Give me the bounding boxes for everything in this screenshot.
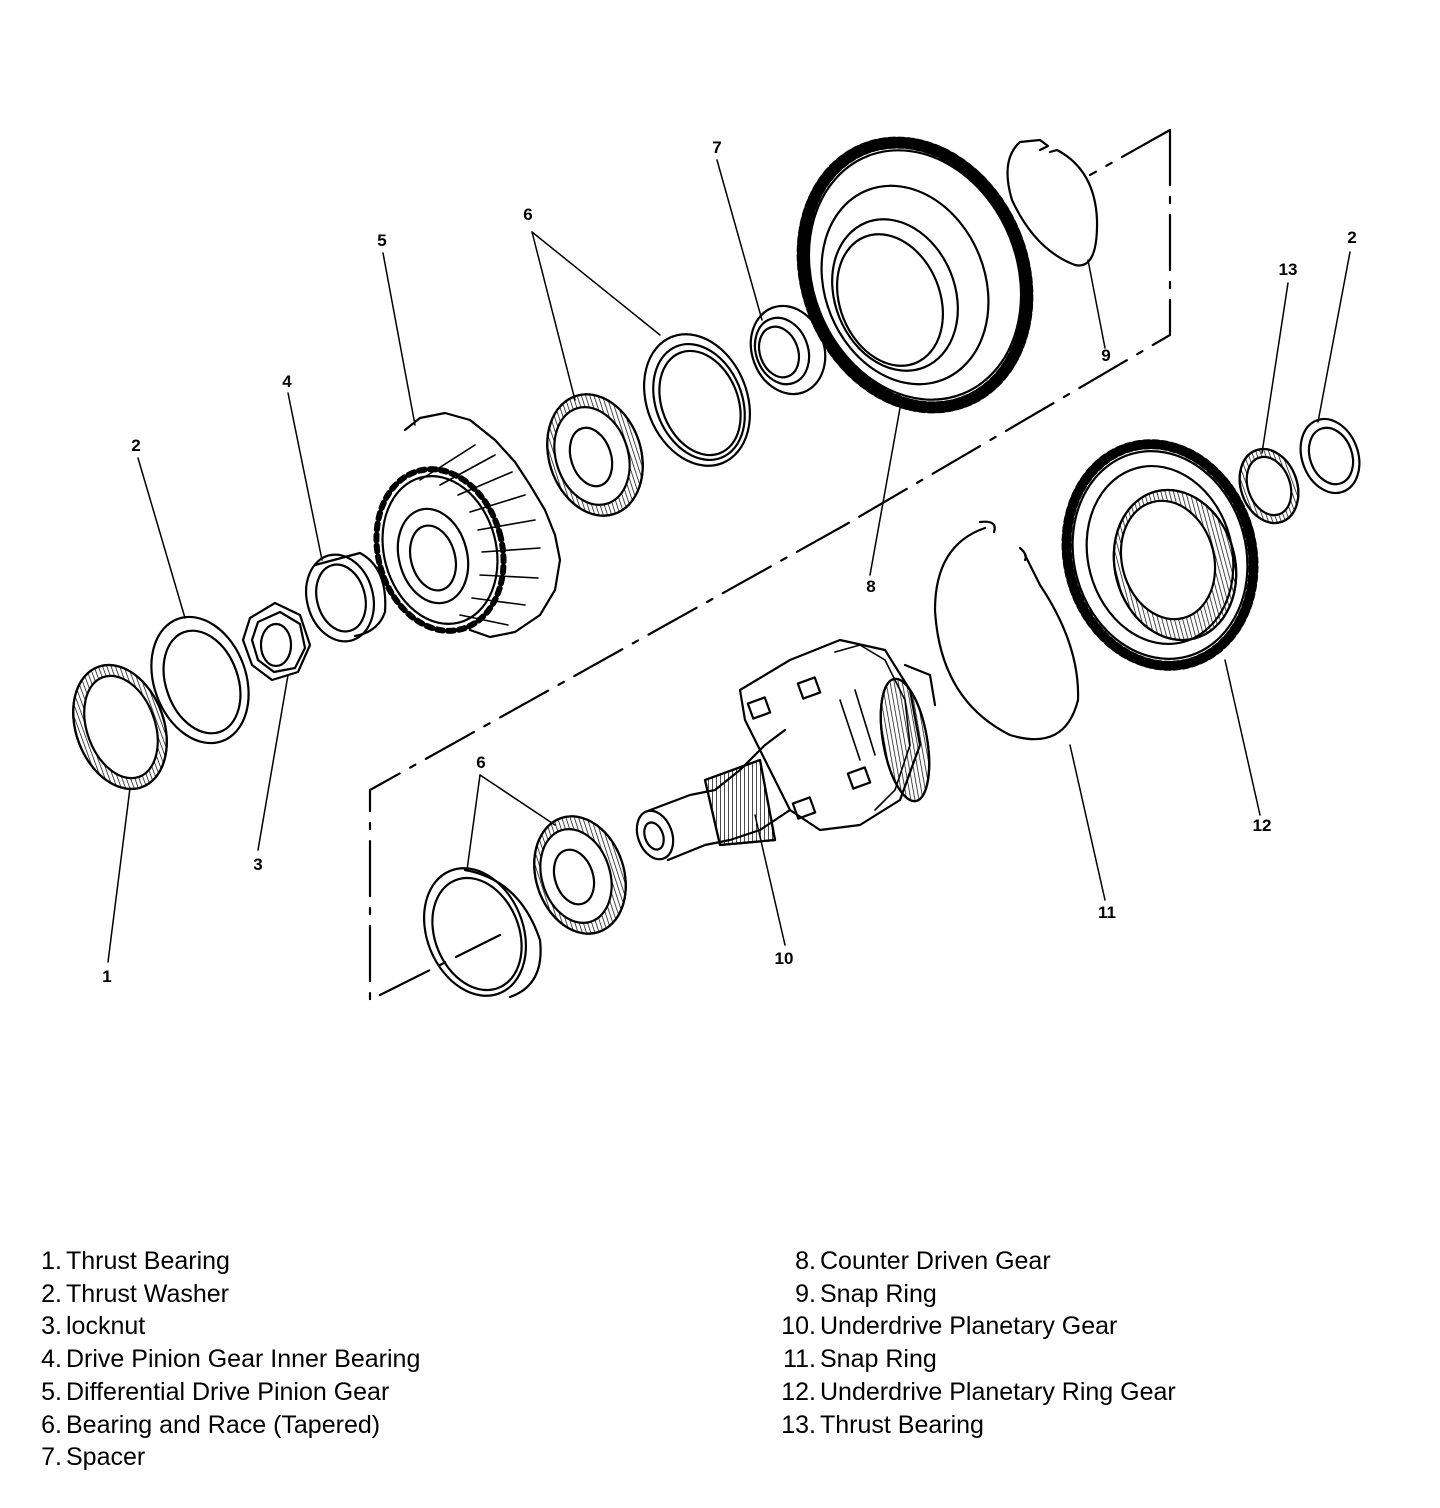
callout-10: 10 — [775, 949, 794, 968]
legend-number: 8. — [795, 1247, 816, 1275]
callout-7: 7 — [712, 138, 721, 157]
legend-label: Differential Drive Pinion Gear — [66, 1377, 390, 1406]
snap-ring-lower — [933, 520, 1080, 741]
legend-right-column: 8.Counter Driven Gear 9.Snap Ring 10.Und… — [770, 1245, 1176, 1441]
differential-drive-pinion-gear — [373, 411, 562, 639]
legend-number: 11. — [783, 1345, 816, 1374]
bearing-race-upper — [643, 333, 751, 467]
callout-2-right: 2 — [1347, 228, 1356, 247]
legend-number: 9. — [795, 1279, 816, 1308]
assembly-outline — [368, 128, 1172, 1002]
callout-3: 3 — [253, 855, 262, 874]
callout-13: 13 — [1279, 260, 1298, 279]
exploded-gear-diagram: 1 2 3 4 5 6 6 7 8 9 10 11 12 13 2 — [72, 128, 1361, 1002]
legend-label: Thrust Washer — [66, 1279, 230, 1308]
locknut — [241, 601, 312, 682]
legend-item-1: 1.Thrust Bearing — [30, 1245, 420, 1278]
legend-item-7: 7.Spacer — [30, 1441, 420, 1474]
legend-label: Snap Ring — [820, 1345, 937, 1374]
tapered-bearing-lower — [533, 815, 627, 935]
legend-number: 2. — [41, 1279, 62, 1308]
legend-label: Spacer — [66, 1443, 146, 1472]
legend-item-10: 10.Underdrive Planetary Gear — [770, 1310, 1176, 1343]
legend-item-4: 4.Drive Pinion Gear Inner Bearing — [30, 1343, 420, 1376]
thrust-washer-left — [150, 615, 250, 745]
legend-item-11: 11.Snap Ring — [770, 1343, 1176, 1376]
callout-11: 11 — [1098, 903, 1116, 922]
spacer — [749, 304, 827, 396]
callout-6-lower: 6 — [476, 753, 485, 772]
legend-label: Underdrive Planetary Gear — [820, 1312, 1118, 1341]
thrust-bearing-right — [1238, 447, 1300, 525]
callout-9: 9 — [1101, 346, 1110, 365]
legend-number: 4. — [41, 1345, 62, 1374]
legend-number: 1. — [41, 1247, 62, 1275]
snap-ring-upper — [1006, 138, 1099, 267]
legend-item-12: 12.Underdrive Planetary Ring Gear — [770, 1376, 1176, 1409]
legend-label: Thrust Bearing — [66, 1247, 230, 1275]
callout-1: 1 — [102, 967, 111, 986]
bearing-race-lower — [422, 867, 542, 999]
legend-number: 3. — [41, 1312, 62, 1341]
callout-4: 4 — [282, 372, 292, 391]
leader-lines — [107, 159, 1351, 963]
legend-label: Thrust Bearing — [820, 1410, 984, 1439]
legend-label: Snap Ring — [820, 1279, 937, 1308]
legend-item-5: 5.Differential Drive Pinion Gear — [30, 1376, 420, 1409]
legend-item-8: 8.Counter Driven Gear — [770, 1245, 1176, 1278]
callout-6-upper: 6 — [523, 205, 532, 224]
legend-number: 13. — [781, 1410, 816, 1439]
legend-number: 6. — [41, 1410, 62, 1439]
callout-8: 8 — [866, 577, 875, 596]
legend-label: Counter Driven Gear — [820, 1247, 1051, 1275]
legend-number: 7. — [41, 1443, 62, 1472]
legend-item-3: 3.locknut — [30, 1310, 420, 1343]
callout-12: 12 — [1253, 816, 1272, 835]
underdrive-planetary-gear — [635, 638, 937, 862]
legend-item-2: 2.Thrust Washer — [30, 1278, 420, 1311]
legend-left-column: 1.Thrust Bearing 2.Thrust Washer 3.lockn… — [30, 1245, 420, 1474]
legend-item-9: 9.Snap Ring — [770, 1278, 1176, 1311]
legend-item-13: 13.Thrust Bearing — [770, 1409, 1176, 1442]
legend-label: Drive Pinion Gear Inner Bearing — [66, 1345, 421, 1374]
legend-number: 5. — [41, 1377, 62, 1406]
legend-label: locknut — [66, 1312, 146, 1341]
callout-5: 5 — [377, 231, 386, 250]
counter-driven-gear — [796, 136, 1034, 414]
callout-2-left: 2 — [131, 436, 140, 455]
legend-item-6: 6.Bearing and Race (Tapered) — [30, 1409, 420, 1442]
underdrive-planetary-ring-gear — [1061, 439, 1259, 671]
thrust-washer-right — [1299, 417, 1361, 495]
legend-label: Bearing and Race (Tapered) — [66, 1410, 381, 1439]
drive-pinion-inner-bearing — [305, 551, 387, 643]
legend-label: Underdrive Planetary Ring Gear — [820, 1377, 1176, 1406]
tapered-bearing-upper — [546, 393, 644, 517]
thrust-bearing-left — [72, 663, 168, 791]
legend-number: 12. — [781, 1377, 816, 1406]
legend-number: 10. — [781, 1312, 816, 1341]
